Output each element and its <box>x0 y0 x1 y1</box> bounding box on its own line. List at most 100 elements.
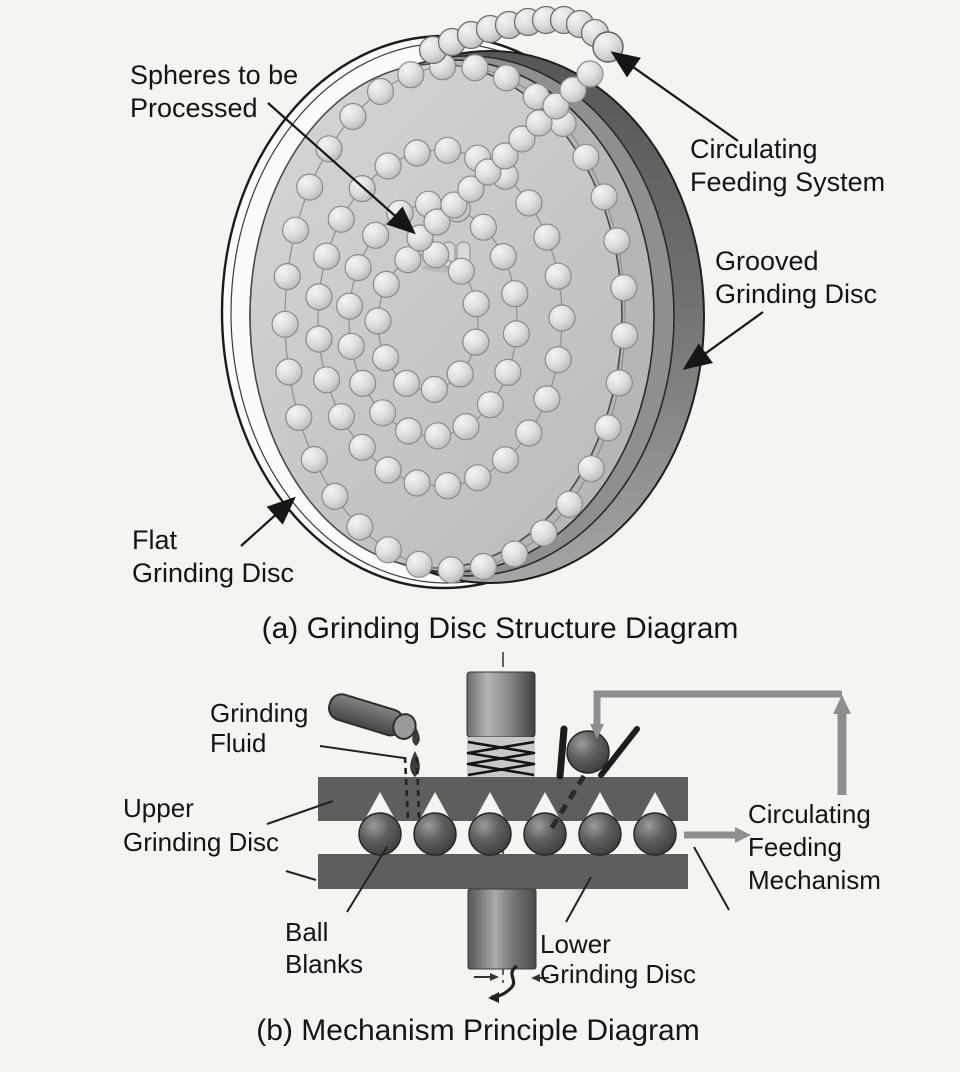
exit-arrowhead <box>735 827 751 843</box>
label-flat-line2: Grinding Disc <box>132 558 294 588</box>
sphere <box>437 556 465 584</box>
sphere <box>364 307 392 335</box>
label-circulating-line1: Circulating <box>690 134 818 164</box>
sphere <box>610 274 638 302</box>
sphere <box>501 280 529 308</box>
label-spheres-line1: Spheres to be <box>130 60 298 90</box>
groove-notch <box>639 792 671 821</box>
label-feeding-mech-line3: Mechanism <box>748 865 881 895</box>
sphere <box>327 403 355 431</box>
lower-disc-leader <box>565 876 592 923</box>
sphere <box>515 419 543 447</box>
caption-panel-b: (b) Mechanism Principle Diagram <box>256 1014 699 1047</box>
sphere-feed-chain <box>508 125 536 153</box>
sphere <box>515 189 543 217</box>
sphere <box>372 344 400 372</box>
sphere <box>500 540 529 568</box>
sphere <box>462 290 490 318</box>
sphere <box>544 262 572 290</box>
label-ball-blanks-line1: Ball <box>285 917 328 947</box>
sphere <box>305 283 333 311</box>
ball-blanks-row <box>358 812 677 856</box>
sphere <box>348 433 376 461</box>
rotation-curl-arrowhead <box>488 992 499 1003</box>
pipe-run <box>593 690 842 726</box>
sphere <box>594 414 622 442</box>
rotation-curl <box>490 964 519 999</box>
sphere <box>349 369 377 397</box>
ball-blank <box>358 812 402 856</box>
pressure-spring <box>466 740 536 777</box>
sphere-feed-chain <box>440 191 468 219</box>
sphere <box>339 102 367 131</box>
sphere <box>420 375 448 403</box>
label-upper-disc-line1: Upper <box>123 793 194 823</box>
label-lower-disc-line2: Grinding Disc <box>540 959 696 989</box>
sphere <box>577 455 605 483</box>
sphere <box>605 369 633 397</box>
grinding-fluid-nozzle <box>328 693 417 740</box>
sphere <box>403 139 431 167</box>
sphere <box>424 422 452 450</box>
sphere <box>434 136 462 164</box>
sphere-feed-chain <box>457 175 485 203</box>
groove-notches <box>364 792 671 821</box>
ball-blank <box>413 812 457 856</box>
sphere <box>305 325 333 353</box>
sphere <box>469 552 497 581</box>
ball-blank <box>578 812 622 856</box>
panel-a-leaders <box>240 51 764 547</box>
sphere <box>374 536 402 564</box>
sphere <box>394 246 422 274</box>
sphere <box>489 243 517 271</box>
sphere-feed-chain <box>491 142 519 170</box>
panel-b-leaders <box>266 745 730 923</box>
label-grooved-line2: Grinding Disc <box>715 279 877 309</box>
sphere <box>313 242 341 270</box>
spheres-leader-arrow <box>267 102 416 235</box>
groove-notch <box>474 792 506 821</box>
sphere-feed-chain <box>542 92 570 120</box>
groove-notch <box>529 792 561 821</box>
sphere <box>446 360 474 388</box>
sphere <box>572 143 600 171</box>
sphere-rings <box>271 5 639 584</box>
sphere <box>530 519 558 547</box>
sphere <box>315 135 343 163</box>
label-feeding-mech-line2: Feeding <box>748 832 842 862</box>
circulating-leader-arrow <box>610 51 739 142</box>
feed-dashed-chute <box>548 774 587 831</box>
sphere <box>285 403 313 432</box>
panel-b: Grinding Fluid Upper Grinding Disc Ball … <box>123 652 881 1047</box>
pipe-up-arrowhead <box>833 695 851 714</box>
rotation-arrow-right <box>490 973 499 981</box>
sphere <box>461 54 489 82</box>
sphere-feed-chain <box>559 76 587 104</box>
feed-guide-rod-left <box>556 725 568 780</box>
sphere <box>555 490 584 518</box>
grooved-leader-arrow <box>682 311 764 370</box>
groove-notch <box>419 792 451 821</box>
sphere <box>296 173 324 201</box>
sphere-feed-chain <box>525 109 553 137</box>
sphere <box>452 413 480 441</box>
sphere <box>337 332 365 360</box>
label-ball-blanks-line2: Blanks <box>285 949 363 979</box>
label-circulating-line2: Feeding System <box>690 167 885 197</box>
sphere <box>447 257 475 285</box>
pipe-down-arrowhead <box>590 724 604 739</box>
sphere <box>369 399 397 427</box>
upper-spindle <box>466 671 536 738</box>
sphere-feed-chain <box>474 158 502 186</box>
sphere <box>374 456 402 484</box>
sphere <box>313 366 341 394</box>
sphere <box>362 221 390 249</box>
sphere <box>321 482 349 510</box>
sphere-feed-chain <box>423 208 451 236</box>
sphere <box>590 183 618 211</box>
lower-grinding-disc <box>318 854 688 889</box>
label-fluid-line2: Fluid <box>210 728 266 758</box>
sphere <box>422 241 450 269</box>
label-feeding-mech-line1: Circulating <box>748 799 871 829</box>
